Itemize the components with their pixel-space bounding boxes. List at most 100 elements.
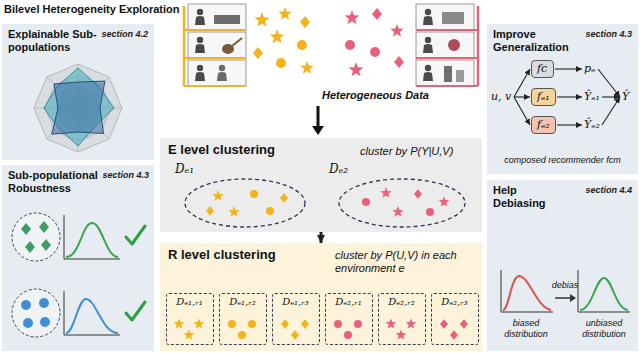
use-shape xyxy=(206,206,214,216)
final-prediction: Ŷ xyxy=(621,89,631,105)
path-shape xyxy=(183,6,186,86)
path-shape xyxy=(578,270,630,312)
level-heading: R level clustering xyxy=(168,247,276,263)
math-label: Ŷₑ₂ xyxy=(584,118,600,131)
diagram-title: Bilevel Heterogeneity Exploration xyxy=(4,3,179,16)
sub-population-cluster: Dₑ₂,ᵣ₁ xyxy=(325,293,373,345)
use-shape xyxy=(21,223,31,235)
flow-arrow xyxy=(598,69,620,97)
path-shape xyxy=(64,291,120,335)
section-panel: Explainable Sub-populationssection 4.2 xyxy=(2,24,154,160)
path-shape xyxy=(416,29,478,31)
user-image-stack-right xyxy=(416,4,478,86)
use-shape xyxy=(21,300,31,310)
use-shape xyxy=(440,319,448,329)
path-shape xyxy=(126,302,145,320)
rect-shape xyxy=(416,32,474,58)
level-heading: E level clustering xyxy=(168,142,275,158)
panel-heading: Explainable Sub-populations xyxy=(8,28,100,54)
use-shape xyxy=(195,65,205,81)
use-shape xyxy=(270,29,285,43)
rect-shape xyxy=(456,70,464,82)
plot-caption: unbiased distribution xyxy=(573,318,635,340)
path-shape xyxy=(64,215,120,259)
use-shape xyxy=(212,190,223,201)
panel-heading: Sub-populational Robustness xyxy=(8,169,108,195)
path-shape xyxy=(416,57,478,59)
use-shape xyxy=(39,298,49,308)
rect-shape xyxy=(188,60,246,86)
cluster-name: Dₑ₁,ᵣ₃ xyxy=(273,296,318,308)
rect-shape xyxy=(214,15,240,24)
user-image-stack-left xyxy=(184,4,246,86)
cluster-name: Dₑ₁,ᵣ₁ xyxy=(167,296,212,308)
flow-arrow-head xyxy=(312,126,324,135)
path-shape xyxy=(570,294,576,302)
use-shape xyxy=(280,193,288,203)
sub-population-cluster: Dₑ₂,ᵣ₂ xyxy=(378,293,426,345)
path-shape xyxy=(501,270,553,312)
section-panel: Help Debiasingsection 4.4biased distribu… xyxy=(487,180,638,351)
panel-heading: Help Debiasing xyxy=(493,184,563,210)
cluster-items xyxy=(338,178,466,228)
section-ref: section 4.2 xyxy=(101,29,148,40)
flow-arrow xyxy=(602,96,620,97)
use-shape xyxy=(23,318,33,328)
sub-population-cluster: Dₑ₁,ᵣ₃ xyxy=(272,293,320,345)
use-shape xyxy=(423,65,433,81)
use-shape xyxy=(248,320,256,328)
use-shape xyxy=(349,62,364,76)
use-shape xyxy=(450,330,458,340)
use-shape xyxy=(344,331,352,339)
cluster-criterion: cluster by P(Y|U,V) xyxy=(360,145,453,158)
section-ref: section 4.3 xyxy=(585,29,632,40)
use-shape xyxy=(392,206,403,217)
use-shape xyxy=(297,40,307,50)
use-shape xyxy=(414,189,422,199)
section-panel: Sub-populational Robustnesssection 4.3 xyxy=(2,165,154,351)
polygon-shape xyxy=(34,64,122,152)
use-shape xyxy=(281,319,289,329)
clustering-panel: R level clusteringcluster by P(U,V) in e… xyxy=(160,243,482,351)
use-shape xyxy=(345,10,360,24)
flow-arrow xyxy=(602,97,620,125)
prediction: Ŷₑ₂ xyxy=(583,117,601,133)
use-shape xyxy=(426,208,434,216)
flow-arrow xyxy=(557,96,582,97)
path-shape xyxy=(580,278,628,310)
rect-shape xyxy=(442,12,464,24)
rect-shape xyxy=(188,4,246,30)
use-shape xyxy=(228,320,236,328)
model-box: fₑ₂ xyxy=(531,116,556,134)
use-shape xyxy=(301,319,309,329)
polygon-shape xyxy=(52,81,105,134)
use-shape xyxy=(250,190,258,198)
section-ref: section 4.3 xyxy=(102,170,149,181)
flow-arrow xyxy=(514,96,530,97)
environment-cluster: Dₑ₁ xyxy=(184,178,306,228)
use-shape xyxy=(25,241,35,253)
math-label: fc xyxy=(537,62,547,75)
use-shape xyxy=(386,318,397,328)
use-shape xyxy=(238,331,246,339)
math-label: Ŷₑ₁ xyxy=(584,90,600,103)
clustering-panel: E level clustering cluster by P(Y|U,V) Dₑ… xyxy=(160,138,482,232)
environment-cluster: Dₑ₂ xyxy=(338,178,466,228)
sub-population-cluster: Dₑ₁,ᵣ₁ xyxy=(166,293,214,345)
circle-shape xyxy=(12,289,60,337)
use-shape xyxy=(370,47,380,57)
rect-shape xyxy=(444,66,452,82)
path-shape xyxy=(66,223,118,257)
path-shape xyxy=(503,276,551,310)
rect-shape xyxy=(416,60,474,86)
cluster-name: Dₑ₁ xyxy=(174,162,195,176)
use-shape xyxy=(423,9,433,25)
use-shape xyxy=(253,47,263,59)
path-shape xyxy=(416,85,478,87)
caption-note: composed recommender fcm xyxy=(495,155,630,166)
circle-shape xyxy=(12,213,60,261)
use-shape xyxy=(228,206,239,217)
sub-population-cluster: Dₑ₂,ᵣ₃ xyxy=(431,293,479,345)
path-shape xyxy=(34,64,122,152)
